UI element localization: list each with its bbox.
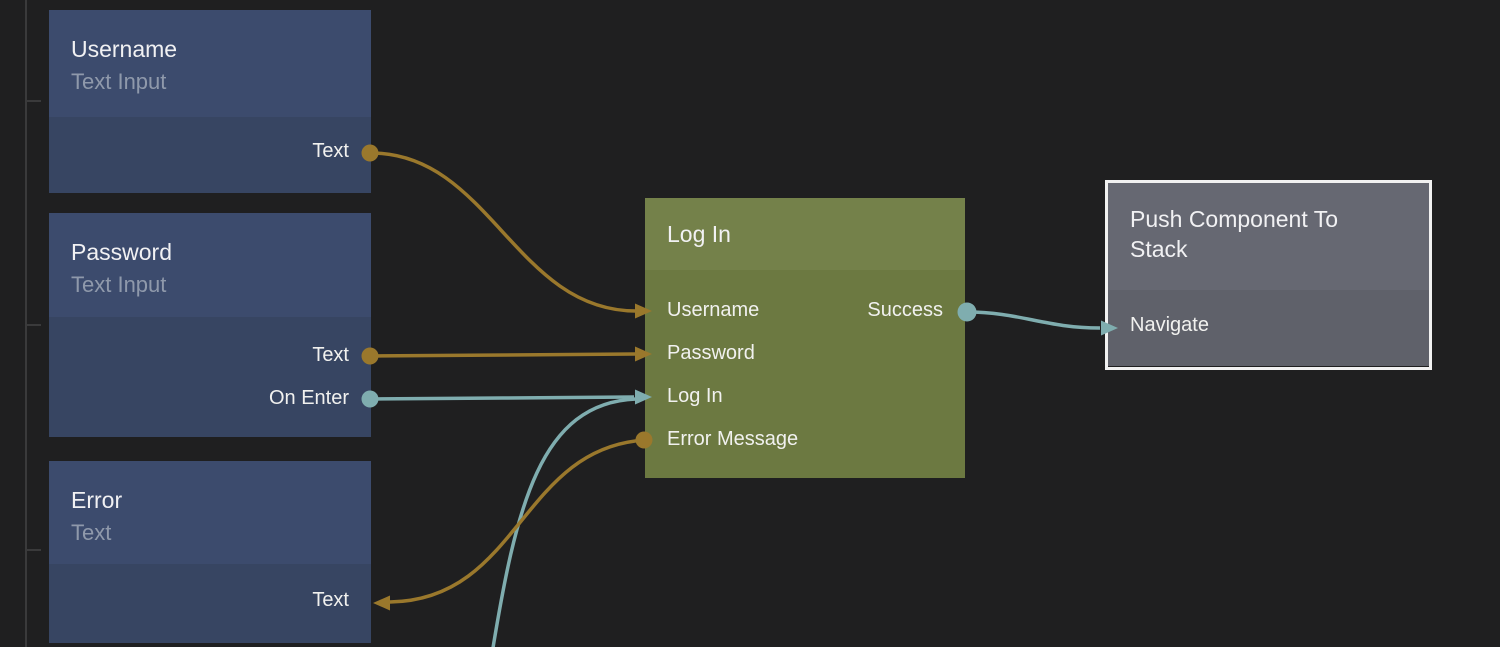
node-ports: Text xyxy=(49,117,371,193)
port-label: Text xyxy=(312,589,349,611)
ruler-tick xyxy=(25,549,41,551)
port-error-text-input[interactable]: Text xyxy=(49,579,371,622)
port-login-success-output[interactable]: Success xyxy=(867,299,943,321)
port-row: Username Success xyxy=(645,289,965,332)
wire-offscreen-to-login-login[interactable] xyxy=(491,397,637,647)
ruler-tick xyxy=(25,324,41,326)
node-password[interactable]: Password Text Input Text On Enter xyxy=(49,213,371,437)
port-username-text-output[interactable]: Text xyxy=(49,130,371,173)
node-header: Error Text xyxy=(49,461,371,564)
node-ports: Navigate xyxy=(1108,290,1429,366)
node-header: Log In xyxy=(645,198,965,270)
ruler-tick xyxy=(25,100,41,102)
wire-password-on-enter-to-login-login[interactable] xyxy=(370,395,635,401)
port-login-username-input[interactable]: Username xyxy=(667,299,760,321)
port-row: Log In xyxy=(645,375,965,418)
node-subtitle: Text Input xyxy=(71,69,167,94)
node-title: Push Component To Stack xyxy=(1130,206,1338,262)
port-push-navigate-input[interactable]: Navigate xyxy=(1130,314,1209,336)
port-password-on-enter-output[interactable]: On Enter xyxy=(49,377,371,420)
port-row: Navigate xyxy=(1108,304,1429,347)
node-log-in[interactable]: Log In Username Success Password Log In … xyxy=(645,198,965,478)
node-header: Password Text Input xyxy=(49,213,371,317)
node-title: Log In xyxy=(667,221,731,247)
port-label: Text xyxy=(312,344,349,366)
wire-login-error-message-to-error-text[interactable] xyxy=(389,438,646,604)
node-subtitle: Text Input xyxy=(71,272,167,297)
node-title: Password xyxy=(71,239,172,265)
node-ports: Text xyxy=(49,564,371,643)
node-title: Error xyxy=(71,487,123,513)
node-error[interactable]: Error Text Text xyxy=(49,461,371,643)
node-title: Username xyxy=(71,36,178,62)
node-username[interactable]: Username Text Input Text xyxy=(49,10,371,193)
node-ports: Text On Enter xyxy=(49,317,371,437)
port-label: On Enter xyxy=(268,387,349,409)
wire-username-text-to-login-username[interactable] xyxy=(370,151,637,313)
port-login-error-message-output[interactable]: Error Message xyxy=(667,428,799,450)
wire-password-text-to-login-password[interactable] xyxy=(370,352,636,358)
port-row: Error Message xyxy=(645,418,965,461)
port-row: Password xyxy=(645,332,965,375)
arrowhead-error-text-input xyxy=(373,595,390,611)
node-subtitle: Text xyxy=(71,520,112,545)
port-password-text-output[interactable]: Text xyxy=(49,334,371,377)
node-header: Username Text Input xyxy=(49,10,371,117)
port-login-password-input[interactable]: Password xyxy=(667,342,755,364)
node-header: Push Component To Stack xyxy=(1108,183,1429,290)
port-label: Text xyxy=(312,140,349,162)
port-login-login-input[interactable]: Log In xyxy=(667,385,723,407)
node-ports: Username Success Password Log In Error M… xyxy=(645,270,965,478)
wire-login-success-to-push-navigate[interactable] xyxy=(966,310,1101,330)
panel-edge-line xyxy=(25,0,27,647)
node-push-component-to-stack[interactable]: Push Component To Stack Navigate xyxy=(1105,180,1432,370)
